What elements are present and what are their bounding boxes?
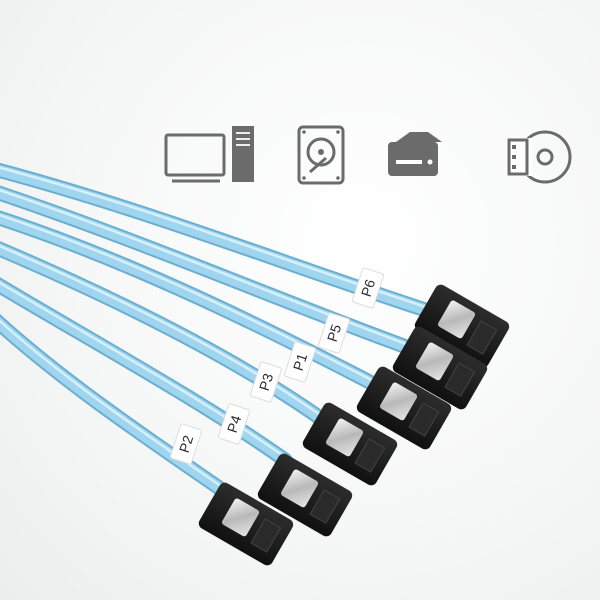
sata-connector: [356, 366, 452, 450]
cable-label-text: P2: [176, 433, 197, 454]
sata-connector: [392, 326, 488, 410]
cable-label-text: P6: [358, 277, 379, 298]
hard-drive-icon: [297, 125, 345, 185]
cable-label-p1: P1: [283, 341, 317, 383]
media-disc-icon: [506, 130, 572, 184]
cable-label-p4: P4: [217, 403, 251, 445]
sata-connector: [414, 284, 510, 368]
sata-connector: [257, 453, 353, 537]
cable-label-p5: P5: [317, 312, 351, 354]
cable-label-text: P5: [324, 322, 345, 343]
desktop-computer-icon: [164, 126, 254, 183]
sata-connector: [198, 482, 294, 566]
optical-drive-icon: [388, 132, 442, 176]
cable-label-text: P4: [224, 413, 245, 434]
cable-label-text: P1: [290, 351, 311, 372]
cable-label-p2: P2: [169, 423, 203, 465]
icon-row: [164, 125, 572, 185]
cable-label-text: P3: [256, 371, 277, 392]
cable-bundle: [0, 162, 458, 500]
sata-connector: [302, 402, 398, 486]
cable-label-p6: P6: [351, 267, 385, 309]
cable-label-p3: P3: [249, 361, 283, 403]
